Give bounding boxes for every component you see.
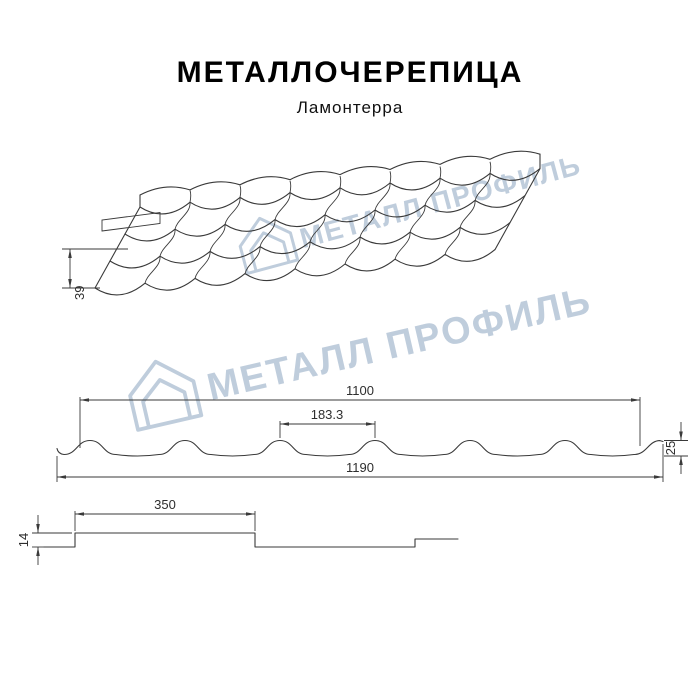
dimension-profile-height: 25 <box>663 422 688 474</box>
dimension-wave-step: 183.3 <box>279 407 376 438</box>
sheet-top-edge <box>139 150 541 196</box>
metall-profil-logo-icon <box>238 216 300 275</box>
dim-1100-label: 1100 <box>346 383 374 398</box>
perspective-view <box>94 150 541 296</box>
dim-183-label: 183.3 <box>311 407 344 422</box>
cross-section-view: 1100 183.3 25 1190 <box>56 383 688 482</box>
step-profile-view: 350 14 <box>16 497 459 565</box>
dim-25-label: 25 <box>663 441 678 455</box>
edge-batten <box>101 211 161 232</box>
watermark-lower: МЕТАЛЛ ПРОФИЛЬ <box>128 280 596 432</box>
dimension-cover-width: 1100 <box>79 383 641 448</box>
profile-curve <box>56 439 664 457</box>
dimension-total-width: 1190 <box>56 444 664 482</box>
step-profile-curve <box>43 532 459 548</box>
logo-outline <box>128 359 204 432</box>
logo-inner <box>249 231 291 272</box>
page-title: МЕТАЛЛОЧЕРЕПИЦА <box>177 56 524 89</box>
watermark-text: МЕТАЛЛ ПРОФИЛЬ <box>203 280 595 409</box>
logo-outline <box>238 216 300 275</box>
sheet-side-edges <box>94 153 541 289</box>
dim-39-label: 39 <box>72 286 87 300</box>
dim-1190-label: 1190 <box>346 460 374 475</box>
metall-profil-logo-icon <box>128 359 204 432</box>
dim-14-label: 14 <box>16 533 31 547</box>
dimension-front-height: 39 <box>62 248 128 300</box>
dimension-module-length: 350 <box>74 497 256 531</box>
dimension-step-height: 14 <box>16 515 72 565</box>
page-subtitle: Ламонтерра <box>297 98 404 117</box>
dim-350-label: 350 <box>154 497 176 512</box>
wave-ridge-lines <box>144 161 492 284</box>
